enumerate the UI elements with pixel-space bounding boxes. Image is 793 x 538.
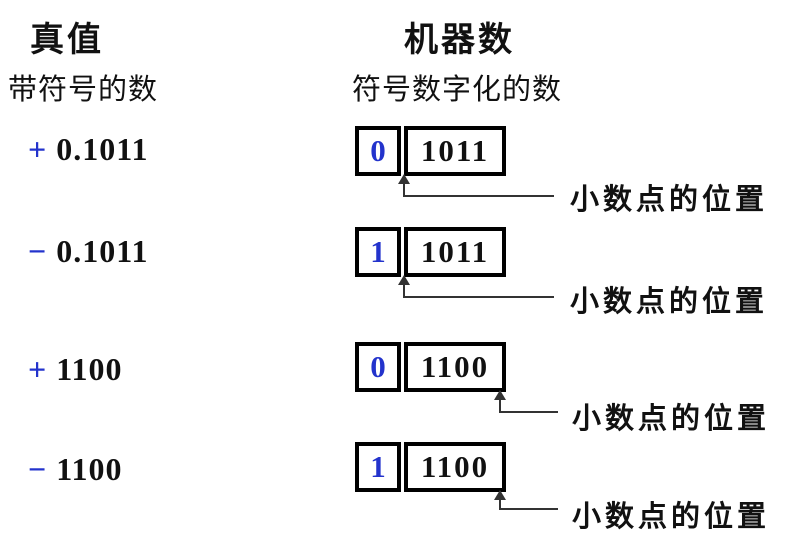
sign-bit-cell: 1 xyxy=(355,442,401,492)
decimal-point-arrow xyxy=(494,490,506,510)
magnitude-bits: 1100 xyxy=(420,349,490,384)
true-value: + 0.1011 xyxy=(28,131,148,168)
sign-bit: 1 xyxy=(370,234,386,269)
true-value: + 1100 xyxy=(28,351,122,388)
arrow-up-icon xyxy=(398,275,410,285)
sign-bit-cell: 1 xyxy=(355,227,401,277)
decimal-point-label: 小数点的位置 xyxy=(570,184,769,216)
sign-bit: 1 xyxy=(370,449,386,484)
arrow-up-icon xyxy=(398,174,410,184)
magnitude-bits-cell: 1011 xyxy=(404,126,506,176)
machine-number-title: 机器数 xyxy=(404,22,515,59)
machine-number-register: 1 1100 xyxy=(355,442,506,492)
true-value-sign: + xyxy=(28,131,47,167)
decimal-point-arrow xyxy=(398,275,410,298)
true-value-title: 真值 xyxy=(30,22,104,59)
true-value: − 1100 xyxy=(28,451,122,488)
sign-bit: 0 xyxy=(370,349,386,384)
magnitude-bits: 1100 xyxy=(420,449,490,484)
true-value-magnitude: 1100 xyxy=(56,351,123,387)
decimal-point-arrow-line xyxy=(500,411,558,413)
sign-bit-cell: 0 xyxy=(355,342,401,392)
decimal-point-arrow-line xyxy=(404,296,554,298)
decimal-point-arrow-line xyxy=(500,508,558,510)
true-value-subtitle: 带符号的数 xyxy=(8,74,159,106)
sign-bit-cell: 0 xyxy=(355,126,401,176)
decimal-point-arrow-line xyxy=(404,195,554,197)
magnitude-bits-cell: 1100 xyxy=(404,342,506,392)
decimal-point-label: 小数点的位置 xyxy=(570,286,769,318)
decimal-point-label: 小数点的位置 xyxy=(572,403,771,435)
machine-number-register: 1 1011 xyxy=(355,227,506,277)
true-value-sign: + xyxy=(28,351,47,387)
decimal-point-arrow xyxy=(494,390,506,413)
magnitude-bits-cell: 1011 xyxy=(404,227,506,277)
true-value-magnitude: 0.1011 xyxy=(56,233,149,269)
magnitude-bits: 1011 xyxy=(420,234,490,269)
decimal-point-arrow xyxy=(398,174,410,197)
magnitude-bits-cell: 1100 xyxy=(404,442,506,492)
machine-number-register: 0 1011 xyxy=(355,126,506,176)
arrow-up-icon xyxy=(494,390,506,400)
magnitude-bits: 1011 xyxy=(420,133,490,168)
sign-bit: 0 xyxy=(370,133,386,168)
true-value: − 0.1011 xyxy=(28,233,148,270)
true-value-magnitude: 1100 xyxy=(56,451,123,487)
machine-number-subtitle: 符号数字化的数 xyxy=(352,74,563,106)
decimal-point-label: 小数点的位置 xyxy=(572,501,771,533)
arrow-up-icon xyxy=(494,490,506,500)
true-value-magnitude: 0.1011 xyxy=(56,131,149,167)
machine-number-register: 0 1100 xyxy=(355,342,506,392)
true-value-sign: − xyxy=(28,233,47,269)
true-value-sign: − xyxy=(28,451,47,487)
